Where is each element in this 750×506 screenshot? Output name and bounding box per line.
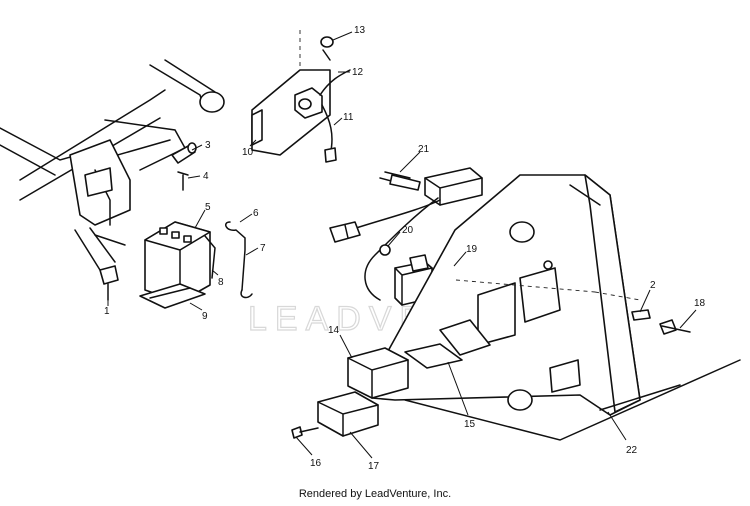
callout-8: 8 xyxy=(218,277,224,288)
callout-1: 1 xyxy=(104,306,110,317)
callout-17: 17 xyxy=(368,461,380,472)
part-21-bolt xyxy=(384,171,411,179)
callout-2: 2 xyxy=(650,280,656,291)
part-15-rubber xyxy=(404,319,491,369)
callout-14: 14 xyxy=(328,325,340,336)
callout-18: 18 xyxy=(694,298,706,309)
mounting-panel-22 xyxy=(371,174,741,441)
callout-7: 7 xyxy=(260,243,266,254)
ignition-coil-21 xyxy=(329,167,483,301)
callout-3: 3 xyxy=(205,140,211,151)
callouts: 1 2 3 4 5 6 7 8 9 10 11 12 13 14 15 16 1 xyxy=(104,25,706,472)
callout-10: 10 xyxy=(242,147,254,158)
part-4-screw xyxy=(177,171,189,191)
part-16-screw xyxy=(291,426,319,439)
callout-22: 22 xyxy=(626,445,638,456)
callout-4: 4 xyxy=(203,171,209,182)
callout-9: 9 xyxy=(202,311,208,322)
callout-11: 11 xyxy=(343,112,354,123)
callout-16: 16 xyxy=(310,458,322,469)
frame-assembly xyxy=(0,59,225,271)
part-14-box xyxy=(347,347,409,399)
battery-cable xyxy=(225,221,253,299)
part-2-spacer xyxy=(631,309,651,321)
callout-19: 19 xyxy=(466,244,478,255)
part-9-pad xyxy=(139,283,206,309)
callout-13: 13 xyxy=(354,25,366,36)
footer-credit: Rendered by LeadVenture, Inc. xyxy=(298,488,452,500)
callout-15: 15 xyxy=(464,419,476,430)
callout-20: 20 xyxy=(402,225,414,236)
battery xyxy=(144,221,216,303)
callout-5: 5 xyxy=(205,202,211,213)
part-18-bolt xyxy=(659,319,691,335)
part-3-boot xyxy=(171,142,197,164)
part-17-cover xyxy=(317,391,379,437)
callout-21: 21 xyxy=(418,144,430,155)
callout-6: 6 xyxy=(253,208,259,219)
part-1-clip xyxy=(99,265,119,301)
callout-12: 12 xyxy=(352,67,364,78)
bracket-assembly-10 xyxy=(251,30,351,163)
